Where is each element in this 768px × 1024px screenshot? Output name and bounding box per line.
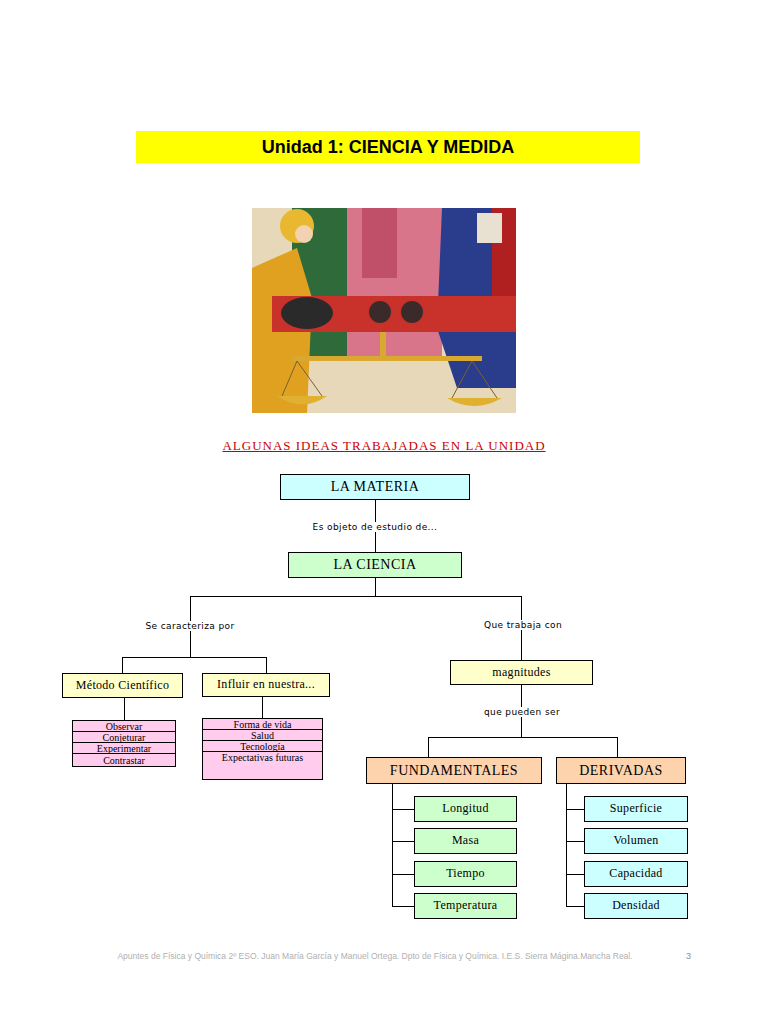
box-text: DERIVADAS	[579, 763, 663, 778]
connector-line	[392, 784, 414, 841]
magnitude-box: Densidad	[584, 893, 688, 919]
box-text: Capacidad	[609, 867, 662, 880]
box-text: Tecnología	[240, 741, 284, 752]
magnitude-box: Longitud	[414, 796, 517, 822]
balance-strings	[282, 361, 497, 398]
concept-box: LA CIENCIA	[288, 552, 462, 578]
coin-bag	[281, 297, 333, 329]
connector-line	[522, 685, 618, 757]
magnitude-box: Tiempo	[414, 861, 517, 887]
magnitude-box: Temperatura	[414, 893, 517, 919]
illustration-background	[252, 208, 516, 413]
connector-label: Es objeto de estudio de...	[310, 522, 441, 532]
footer-note: Apuntes de Física y Química 2º ESO. Juan…	[100, 951, 650, 961]
balance-beam	[292, 356, 482, 361]
connector-line	[566, 784, 584, 906]
box-text: LA MATERIA	[331, 479, 420, 494]
box-text: FUNDAMENTALES	[390, 763, 518, 778]
box-text: Conjeturar	[103, 732, 146, 743]
concept-box: Método Científico	[62, 673, 183, 698]
sleeve	[477, 213, 502, 243]
box-text: Masa	[452, 834, 479, 847]
box-text: Influir en nuestra...	[217, 678, 315, 691]
curly-hair	[280, 209, 314, 243]
pink-robe-fold	[362, 208, 397, 278]
connector-line	[124, 698, 125, 720]
connector-line	[566, 784, 584, 874]
box-text: Método Científico	[76, 679, 169, 692]
connector-line	[566, 784, 584, 841]
connector-line	[262, 697, 263, 718]
box-text: Longitud	[442, 802, 488, 815]
box-text: LA CIENCIA	[333, 557, 416, 572]
box-text: Densidad	[612, 899, 660, 912]
category-box: DERIVADAS	[556, 757, 686, 784]
connector-line	[123, 578, 376, 673]
face	[295, 225, 313, 243]
section-heading: ALGUNAS IDEAS TRABAJADAS EN LA UNIDAD	[84, 438, 684, 454]
box-text: Superficie	[610, 802, 662, 815]
box-text: Observar	[106, 721, 143, 732]
pink-robe	[347, 208, 442, 358]
box-text: Contrastar	[103, 755, 145, 766]
connector-line	[375, 578, 522, 660]
connector-label: Que trabaja con	[481, 620, 565, 630]
concept-box: LA MATERIA	[280, 474, 470, 500]
list-cell: Contrastar	[72, 753, 176, 767]
box-text: magnitudes	[492, 666, 550, 679]
page-number: 3	[686, 951, 691, 961]
illustration	[252, 208, 516, 413]
concept-box: magnitudes	[450, 660, 593, 685]
box-text: Salud	[251, 730, 274, 741]
balance-post	[380, 332, 386, 358]
connector-line	[392, 784, 414, 874]
box-text: Volumen	[613, 834, 658, 847]
connector-label: Se caracteriza por	[142, 621, 237, 631]
connector-line	[428, 685, 522, 757]
red-table	[272, 296, 516, 332]
coin	[401, 301, 423, 323]
box-text: Temperatura	[434, 899, 498, 912]
connector-line	[566, 784, 584, 809]
magnitude-box: Capacidad	[584, 861, 688, 887]
coin	[369, 301, 391, 323]
box-text: Forma de vida	[234, 719, 292, 730]
magnitude-box: Superficie	[584, 796, 688, 822]
title-band: Unidad 1: CIENCIA Y MEDIDA	[136, 131, 640, 163]
box-text: Tiempo	[446, 867, 485, 880]
box-text: Experimentar	[97, 743, 151, 754]
list-cell: Expectativas futuras	[202, 751, 323, 780]
magnitude-box: Volumen	[584, 828, 688, 854]
magnitude-box: Masa	[414, 828, 517, 854]
balance-pan	[447, 398, 502, 406]
connector-line	[392, 784, 414, 809]
connector-label: que pueden ser	[481, 707, 563, 717]
box-text: Expectativas futuras	[222, 752, 303, 763]
connector-line	[392, 784, 414, 906]
concept-box: Influir en nuestra...	[202, 673, 330, 697]
balance-pan	[277, 396, 327, 405]
category-box: FUNDAMENTALES	[366, 757, 542, 784]
